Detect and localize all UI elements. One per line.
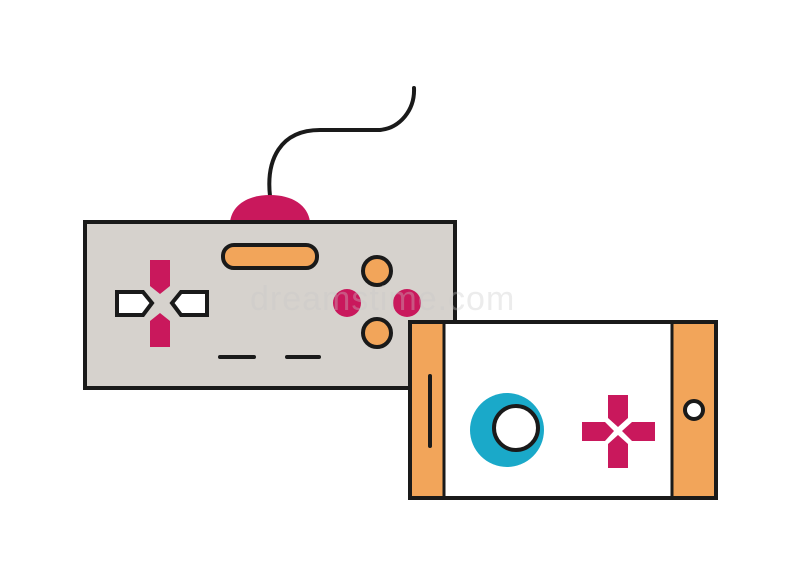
button-bottom bbox=[361, 317, 393, 349]
button-right bbox=[393, 289, 421, 317]
button-left bbox=[333, 289, 361, 317]
button-top bbox=[361, 255, 393, 287]
cable-icon bbox=[267, 86, 417, 198]
smartphone-icon bbox=[408, 320, 718, 500]
phone-home-button bbox=[683, 399, 705, 421]
cable-connector bbox=[230, 195, 310, 222]
dpad-icon bbox=[115, 260, 209, 347]
center-pill-button bbox=[221, 243, 319, 270]
joystick-icon bbox=[470, 393, 544, 467]
phone-dpad-icon bbox=[582, 395, 655, 468]
watermark-text: dreamstime.com bbox=[250, 280, 516, 318]
action-buttons bbox=[333, 255, 421, 349]
